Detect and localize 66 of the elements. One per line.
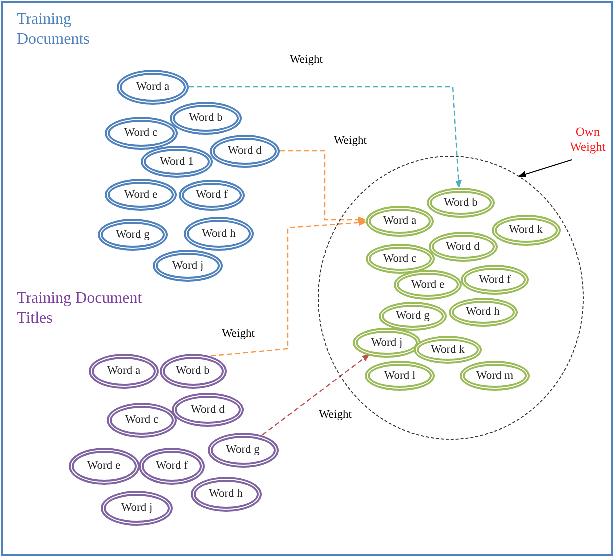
word-label: Word c [125,414,159,426]
word-label: Word j [172,260,204,272]
word-ellipse [210,134,280,168]
word-ellipse [394,270,462,300]
word-label: Word g [396,310,430,322]
word-ellipse [428,232,498,262]
word-ellipse [170,102,242,134]
word-ellipse [448,298,518,326]
callout-text: Own Weight [566,123,610,157]
word-label: Word m [476,370,514,382]
word-label: Word h [202,228,236,240]
word-ellipse [427,188,495,218]
word-label: Word f [479,274,511,286]
word-label: Word a [383,215,417,227]
word-ellipse [104,116,178,150]
edge-label: Weight [333,135,368,147]
word-label: Word e [124,189,158,201]
word-label: Word l [384,370,416,382]
word-ellipse [365,361,435,391]
word-ellipse [107,402,177,438]
word-label: Word f [156,460,188,472]
word-label: Word d [191,404,225,416]
word-label: Word f [196,189,228,201]
word-label: Word g [226,444,260,456]
word-label: Word a [136,81,170,93]
word-ellipse [141,146,213,178]
word-label: Word a [107,365,141,377]
word-ellipse [461,265,529,295]
word-ellipse [139,448,205,484]
word-label: Word k [431,344,465,356]
group-title: Training Documents [17,10,91,50]
word-label: Word k [509,224,543,236]
word-label: Word d [228,145,262,157]
word-label: Word e [87,460,121,472]
word-label: Word d [446,241,480,253]
word-label: Word g [116,229,150,241]
word-ellipse [172,393,244,427]
word-ellipse [414,336,482,364]
word-ellipse [366,206,434,236]
word-label: Word h [209,488,243,500]
word-ellipse [379,302,447,330]
word-ellipse [208,432,278,468]
word-label: Word b [189,112,223,124]
dashed-arrow [189,86,462,188]
word-label: Word 1 [160,156,194,168]
edge-label: Weight [318,409,353,421]
word-label: Word j [121,502,153,514]
word-label: Word j [371,337,403,349]
word-label: Word c [124,127,158,139]
dashed-circle [318,156,584,440]
edge-label: Weight [221,328,256,340]
dashed-arrow [280,150,366,224]
edge-label: Weight [289,54,324,66]
word-ellipse [492,214,560,246]
word-ellipse [353,328,421,358]
group-title: Training Document Titles [17,289,144,329]
word-ellipse [160,354,226,388]
word-ellipse [190,476,262,512]
word-label: Word b [444,197,478,209]
word-ellipse [366,244,434,274]
word-label: Word b [176,365,210,377]
word-label: Word h [466,306,500,318]
word-label: Word e [411,279,445,291]
dashed-arrow [262,354,370,436]
arrow [518,160,572,178]
word-label: Word c [383,253,417,265]
